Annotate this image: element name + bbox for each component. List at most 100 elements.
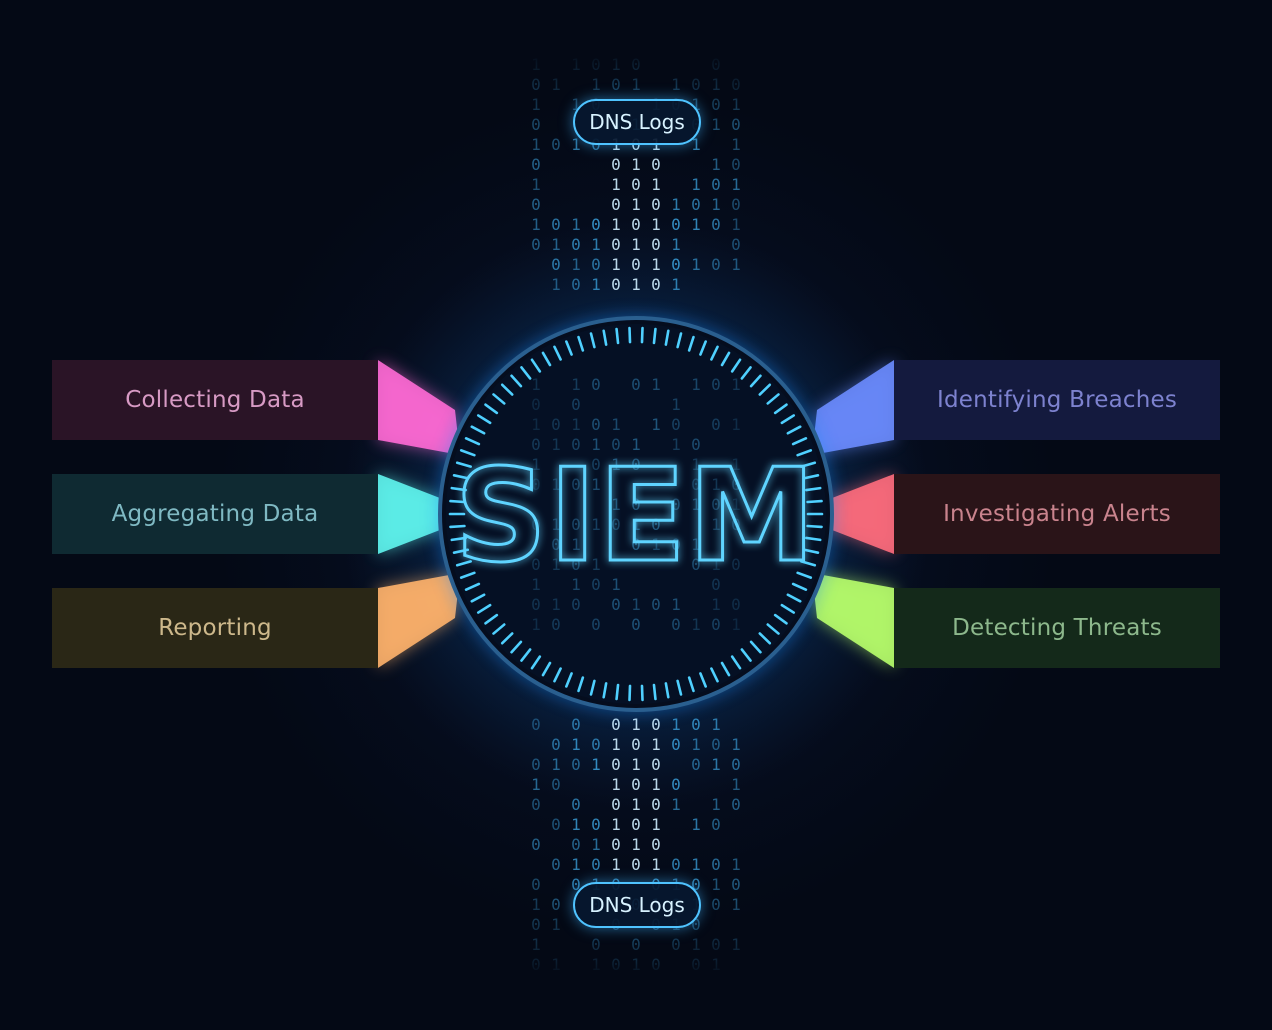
binary-digit: 1 — [631, 955, 641, 974]
binary-digit: 0 — [651, 755, 661, 774]
binary-digit: 1 — [691, 495, 701, 514]
binary-digit: 1 — [651, 535, 661, 554]
ring-tick — [740, 648, 752, 662]
ring-tick — [500, 632, 514, 645]
binary-digit: 0 — [611, 955, 621, 974]
binary-digit: 1 — [691, 375, 701, 394]
binary-digit: 0 — [591, 55, 601, 74]
binary-digit: 0 — [571, 435, 581, 454]
binary-digit: 0 — [591, 735, 601, 754]
ring-tick — [602, 329, 608, 346]
binary-digit: 1 — [731, 95, 741, 114]
binary-digit: 0 — [531, 835, 541, 854]
binary-digit: 0 — [531, 115, 541, 134]
binary-digit: 1 — [611, 455, 621, 474]
binary-digit: 1 — [671, 715, 681, 734]
binary-digit: 0 — [711, 615, 721, 634]
ring-tick — [565, 672, 573, 688]
ring-tick — [676, 679, 683, 696]
binary-digit: 0 — [731, 555, 741, 574]
ring-tick — [459, 449, 476, 457]
binary-digit: 1 — [631, 155, 641, 174]
binary-digit: 1 — [631, 435, 641, 454]
binary-digit: 0 — [711, 815, 721, 834]
binary-digit: 1 — [731, 735, 741, 754]
binary-digit: 0 — [631, 935, 641, 954]
binary-digit: 1 — [571, 255, 581, 274]
ray-right-0 — [812, 360, 894, 455]
ring-tick — [450, 536, 467, 542]
binary-digit: 0 — [611, 155, 621, 174]
binary-digit: 0 — [531, 235, 541, 254]
binary-digit: 1 — [531, 55, 541, 74]
binary-digit: 1 — [671, 795, 681, 814]
binary-digit: 0 — [531, 515, 541, 534]
binary-digit: 1 — [711, 595, 721, 614]
ring-tick — [766, 623, 780, 635]
dns-logs-label: DNS Logs — [589, 893, 685, 917]
binary-digit: 0 — [551, 775, 561, 794]
binary-digit: 0 — [691, 435, 701, 454]
binary-digit: 0 — [631, 455, 641, 474]
binary-digit: 1 — [611, 855, 621, 874]
binary-digit: 0 — [631, 215, 641, 234]
ring-tick — [699, 672, 707, 688]
function-label: Investigating Alerts — [943, 501, 1171, 527]
ring-tick — [452, 548, 470, 554]
ring-tick — [796, 449, 813, 457]
binary-digit: 0 — [631, 255, 641, 274]
binary-digit: 0 — [611, 275, 621, 294]
binary-digit: 1 — [611, 815, 621, 834]
binary-digit: 1 — [551, 75, 561, 94]
binary-digit: 1 — [651, 735, 661, 754]
binary-digit: 1 — [731, 255, 741, 274]
ring-tick — [464, 582, 481, 591]
binary-digit: 0 — [531, 875, 541, 894]
ring-tick — [615, 683, 620, 701]
binary-digit: 0 — [651, 155, 661, 174]
binary-digit: 0 — [651, 795, 661, 814]
ring-tick — [766, 393, 780, 405]
ring-tick — [710, 667, 719, 683]
binary-digit: 0 — [531, 555, 541, 574]
binary-digit: 1 — [631, 275, 641, 294]
binary-digit: 1 — [651, 215, 661, 234]
binary-digit: 1 — [691, 135, 701, 154]
binary-digit: 0 — [711, 255, 721, 274]
ring-tick — [553, 345, 562, 361]
ring-tick — [806, 524, 823, 529]
binary-digit: 0 — [631, 55, 641, 74]
ring-tick — [455, 461, 472, 468]
binary-digit: 0 — [571, 515, 581, 534]
binary-digit: 1 — [571, 735, 581, 754]
ring-tick — [530, 358, 542, 373]
binary-digit: 1 — [691, 175, 701, 194]
binary-digit: 1 — [691, 455, 701, 474]
binary-digit: 0 — [551, 415, 561, 434]
binary-digit: 1 — [731, 215, 741, 234]
ring-tick — [758, 632, 772, 645]
ray-left-2 — [378, 573, 460, 668]
binary-digit: 1 — [631, 235, 641, 254]
ring-tick — [470, 425, 486, 435]
ring-tick — [492, 393, 506, 405]
binary-digit: 1 — [531, 95, 541, 114]
binary-digit: 1 — [731, 895, 741, 914]
ring-tick — [541, 351, 552, 367]
binary-digit: 0 — [571, 875, 581, 894]
binary-digit: 1 — [551, 275, 561, 294]
function-reporting: Reporting — [52, 588, 378, 668]
binary-digit: 0 — [571, 555, 581, 574]
ring-tick — [452, 474, 470, 480]
ray-left-1 — [378, 474, 445, 554]
ring-tick — [589, 332, 596, 349]
binary-digit: 1 — [731, 415, 741, 434]
ring-tick — [786, 425, 802, 435]
binary-digit: 0 — [551, 615, 561, 634]
ring-tick — [802, 548, 820, 554]
ring-tick — [699, 340, 707, 356]
ring-tick — [476, 603, 492, 614]
binary-digit: 0 — [731, 795, 741, 814]
